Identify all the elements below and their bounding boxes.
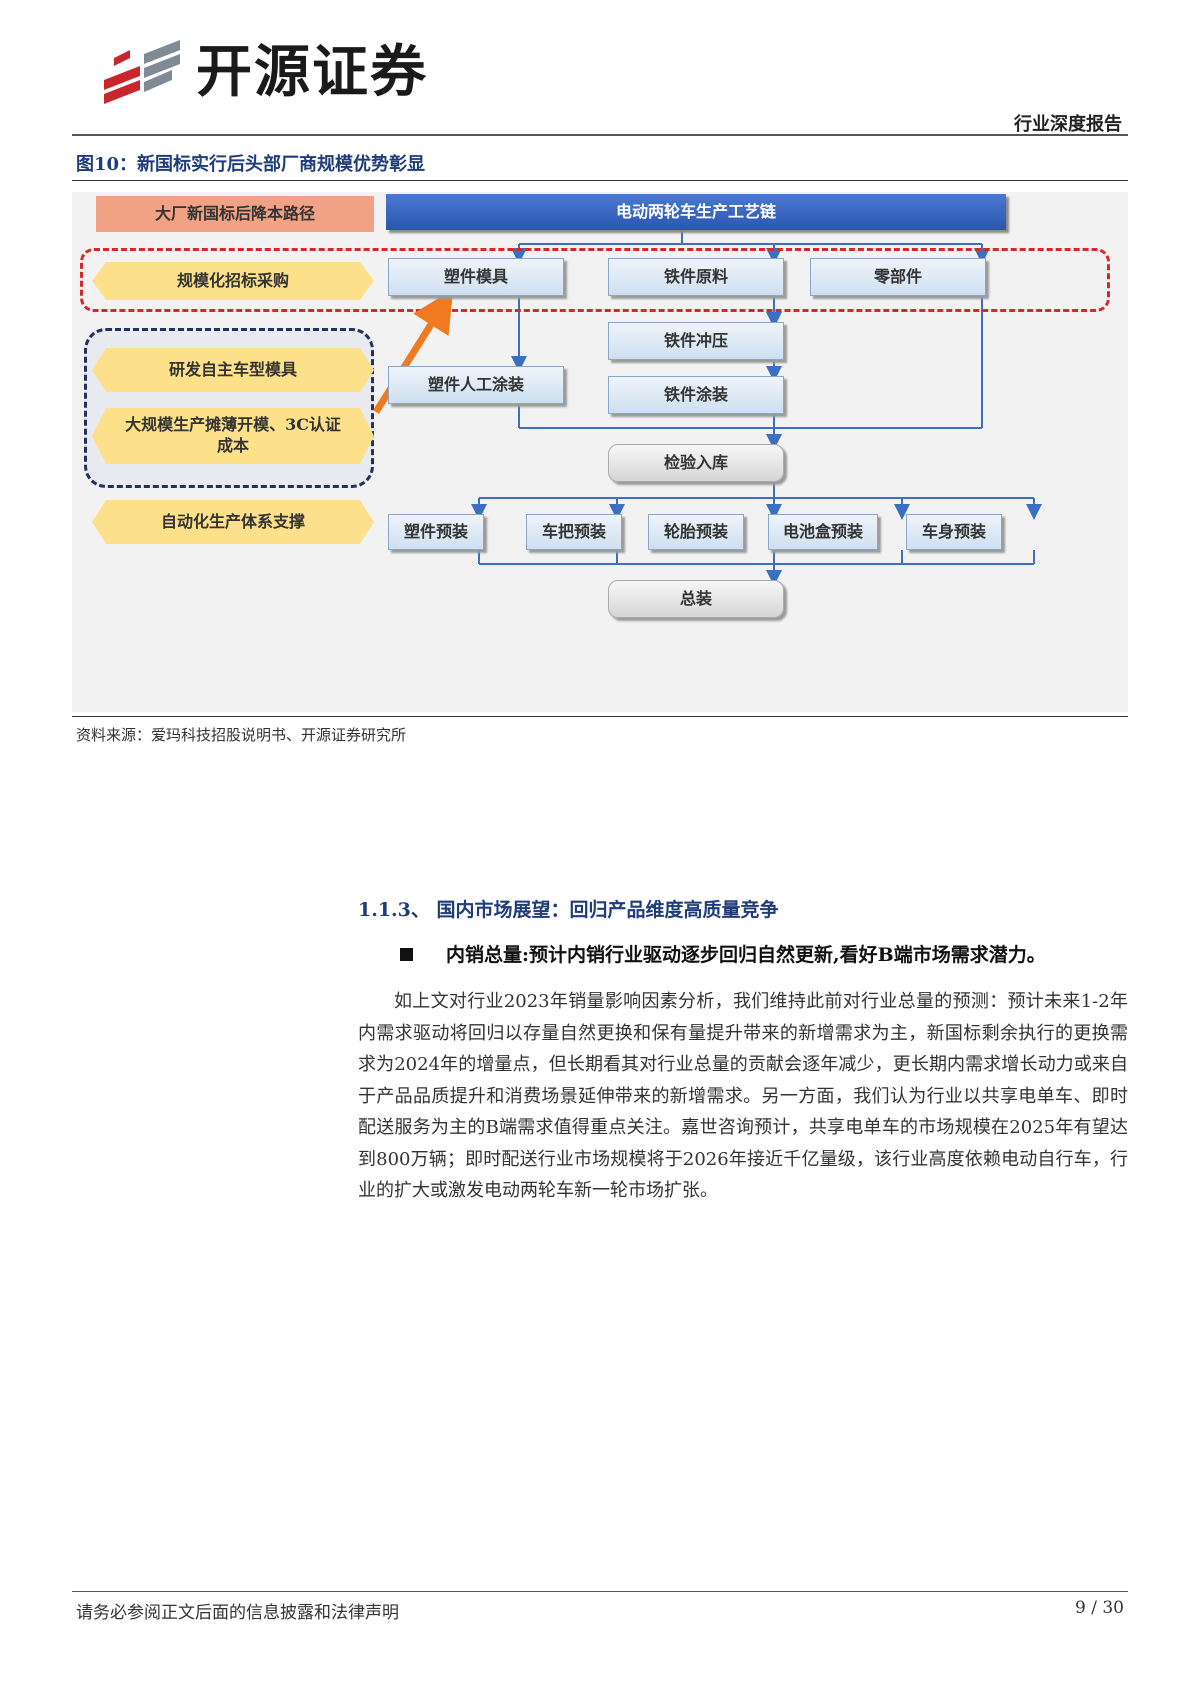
bullet-square-icon: [400, 948, 413, 961]
mold-rnd-item: 研发自主车型模具: [92, 348, 374, 392]
automation-item: 自动化生产体系支撑: [92, 500, 374, 544]
footer-disclaimer: 请务必参阅正文后面的信息披露和法律声明: [76, 1603, 399, 1623]
orange-arrow: [373, 289, 454, 414]
plastic-mold-box: 塑件模具: [388, 258, 564, 296]
scale-procurement-highlight: [80, 248, 1110, 312]
parts-box: 零部件: [810, 258, 986, 296]
tire-preassembly-box: 轮胎预装: [648, 514, 744, 550]
bullet-heading: 内销总量:预计内销行业驱动逐步回归自然更新,看好B端市场需求潜力。: [446, 944, 1046, 966]
cost-path-label: 大厂新国标后降本路径: [96, 196, 374, 232]
header-divider: [72, 134, 1128, 136]
plastic-painting-box: 塑件人工涂装: [388, 366, 564, 404]
section-title: 1.1.3、 国内市场展望：回归产品维度高质量竞争: [358, 899, 779, 921]
iron-material-box: 铁件原料: [608, 258, 784, 296]
final-assembly-box: 总装: [608, 580, 784, 618]
scale-procurement-item: 规模化招标采购: [92, 262, 374, 300]
brand-name: 开源证券: [196, 40, 428, 105]
company-logo-mark: [104, 40, 180, 104]
caption-divider: [72, 180, 1128, 181]
body-paragraph: 如上文对行业2023年销量影响因素分析，我们维持此前对行业总量的预测：预计未来1…: [358, 991, 1128, 1201]
report-type: 行业深度报告: [1014, 114, 1122, 135]
chain-title: 电动两轮车生产工艺链: [386, 194, 1006, 230]
source-divider: [72, 716, 1128, 717]
page-number: 9 / 30: [1075, 1598, 1124, 1618]
process-diagram: 大厂新国标后降本路径 规模化招标采购 研发自主车型模具 大规模生产摊薄开模、3C…: [72, 192, 1128, 712]
iron-stamping-box: 铁件冲压: [608, 322, 784, 360]
battery-box-preassembly-box: 电池盒预装: [768, 514, 878, 550]
body-preassembly-box: 车身预装: [906, 514, 1002, 550]
handlebar-preassembly-box: 车把预装: [526, 514, 622, 550]
iron-painting-box: 铁件涂装: [608, 376, 784, 414]
footer-divider: [72, 1591, 1128, 1592]
inspection-box: 检验入库: [608, 444, 784, 482]
connector-lines: [471, 230, 1042, 586]
figure-source: 资料来源：爱玛科技招股说明书、开源证券研究所: [76, 726, 407, 744]
mass-production-item: 大规模生产摊薄开模、3C认证成本: [92, 408, 374, 464]
plastic-preassembly-box: 塑件预装: [388, 514, 484, 550]
figure-caption: 图10：新国标实行后头部厂商规模优势彰显: [76, 154, 426, 175]
